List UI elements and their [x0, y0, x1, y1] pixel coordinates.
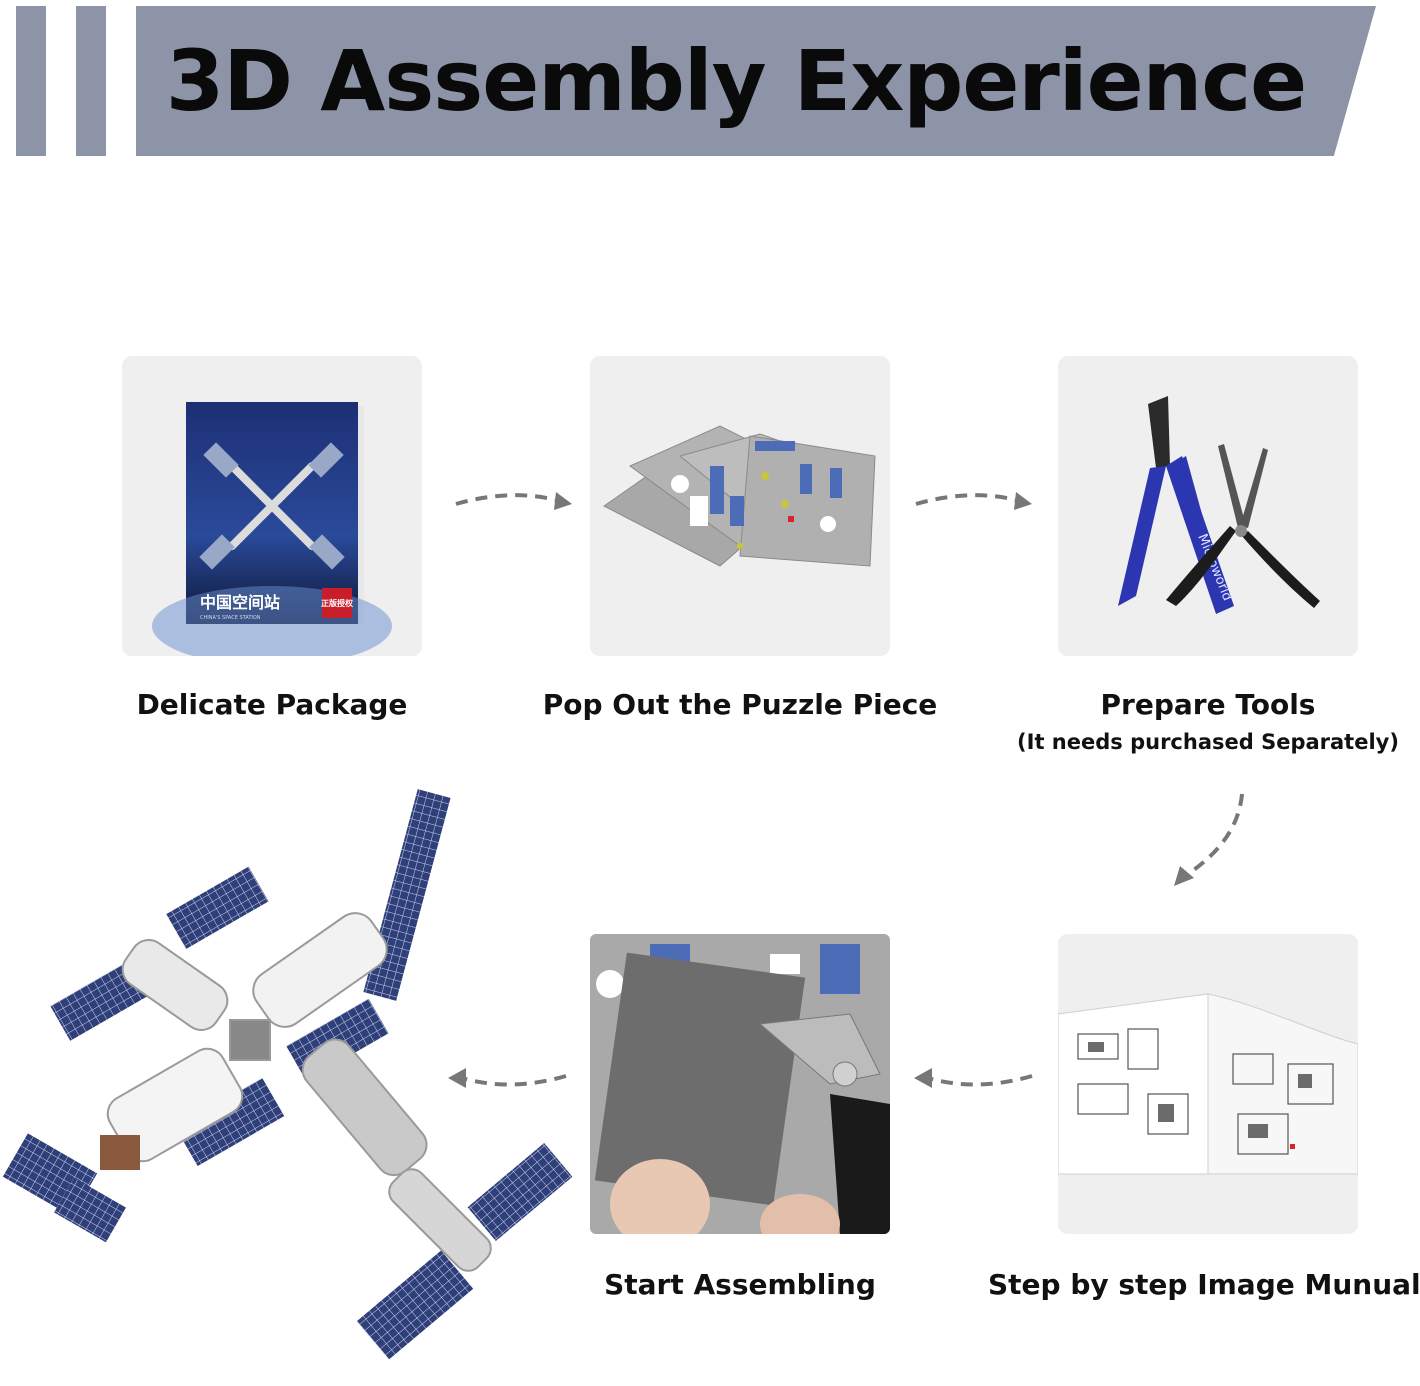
arrow-step4-to-step5 — [912, 1064, 1036, 1094]
step-label-tools: Prepare Tools — [1100, 688, 1316, 721]
cover-title: 中国空间站 — [200, 593, 280, 612]
step-tools-image: Microworld — [1058, 356, 1358, 656]
finished-space-station-image — [0, 780, 580, 1380]
cover-badge: 正版授权 — [321, 598, 354, 608]
step-label-puzzle: Pop Out the Puzzle Piece — [542, 688, 938, 721]
step-label-manual: Step by step Image Munual — [988, 1268, 1420, 1301]
step-puzzle-sheets-image — [590, 356, 890, 656]
step-sublabel-tools: (It needs purchased Separately) — [1017, 730, 1399, 754]
step-manual-image — [1058, 934, 1358, 1234]
page-title: 3D Assembly Experience — [165, 32, 1307, 130]
step-label-assembling: Start Assembling — [604, 1268, 876, 1301]
banner-stripe-1 — [16, 6, 46, 156]
arrow-step1-to-step2 — [452, 486, 576, 516]
step-assembling-image — [590, 934, 890, 1234]
arrow-step5-to-model — [446, 1064, 570, 1094]
banner-stripe-2 — [76, 6, 106, 156]
banner — [136, 6, 1376, 156]
step-package-image: 中国空间站 CHINA'S SPACE STATION 正版授权 — [122, 356, 422, 656]
step-label-package: Delicate Package — [136, 688, 408, 721]
cover-subtitle: CHINA'S SPACE STATION — [200, 615, 261, 621]
arrow-step3-to-step4 — [1168, 790, 1248, 890]
arrow-step2-to-step3 — [912, 486, 1036, 516]
